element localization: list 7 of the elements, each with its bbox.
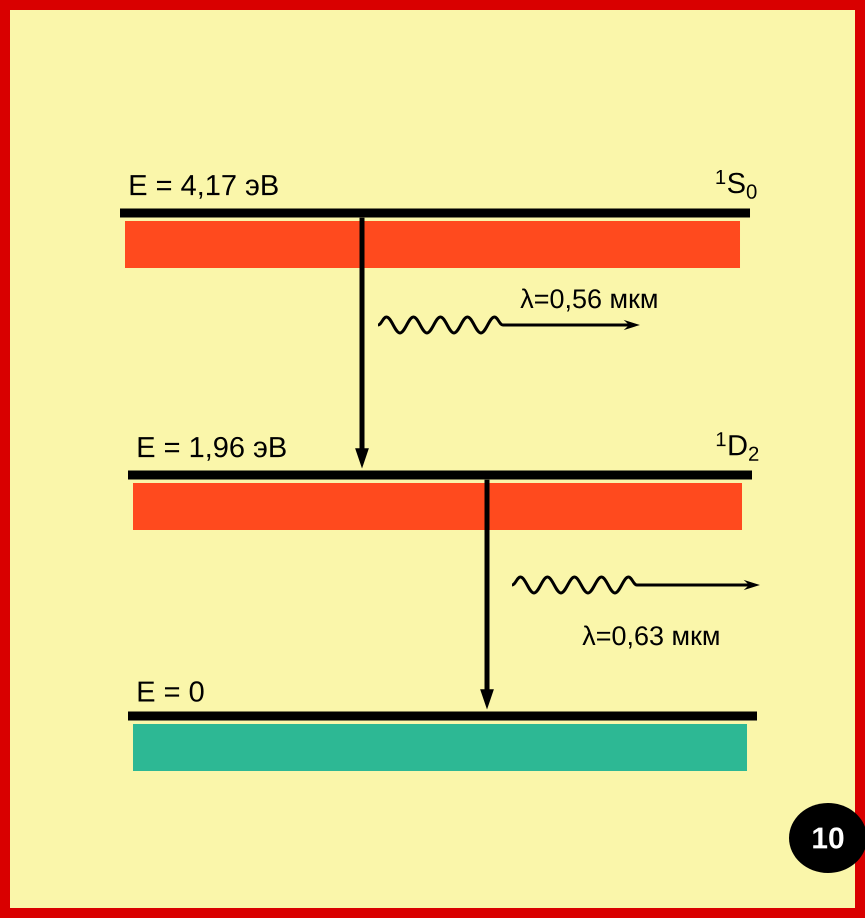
wavelength-label: λ=0,63 мкм — [582, 625, 719, 648]
term-symbol: $^{1}$D$_{2}$ — [716, 432, 758, 461]
figure-number-badge: 10 — [789, 803, 865, 873]
term-symbol: $^{1}$S$_{0}$ — [716, 170, 756, 199]
level-label: E = 1,96 эВ — [138, 436, 286, 461]
level-label: E = 4,17 эВ — [130, 175, 278, 199]
level-label: E = 0 — [138, 681, 204, 702]
